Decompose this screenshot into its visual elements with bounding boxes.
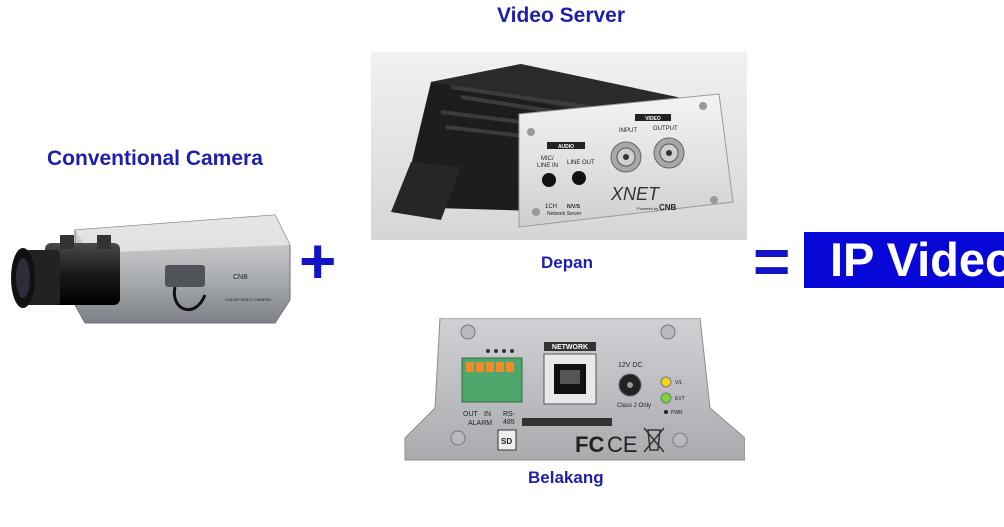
front-mic-text: MIC/ <box>541 156 554 162</box>
front-input-text: INPUT <box>619 128 637 134</box>
camera-body-text: COLOR VIDEO CAMERA <box>225 297 271 302</box>
front-output-text: OUTPUT <box>653 126 678 132</box>
back-alarm-in-text: IN <box>484 411 491 418</box>
equals-operator: = <box>753 225 791 297</box>
video-server-back-image: OUT IN ALARM RS- 485 NETWORK 12V DC Clas… <box>404 318 745 461</box>
front-view-label: Depan <box>541 253 593 272</box>
ip-video-label: IP Video <box>830 233 1004 286</box>
back-dc-text: 12V DC <box>618 362 643 369</box>
front-network-server-text: Network Server <box>547 211 582 217</box>
conventional-camera-image: CNB COLOR VIDEO CAMERA <box>11 214 291 324</box>
back-pwr-text: PWR <box>671 410 683 416</box>
back-alarm-text: ALARM <box>468 420 492 427</box>
back-alarm-out-text: OUT <box>463 411 479 418</box>
back-vl-text: V/L <box>675 380 683 386</box>
camera-label: Conventional Camera <box>47 147 263 170</box>
back-fc-text: FC <box>575 432 604 457</box>
front-video-text: VIDEO <box>645 116 661 122</box>
front-channel-text: 1CH <box>545 204 557 210</box>
front-audio-text: AUDIO <box>558 144 574 150</box>
front-line-out-text: LINE OUT <box>567 160 595 166</box>
front-line-in-text: LINE IN <box>537 163 558 169</box>
back-network-text: NETWORK <box>552 344 588 351</box>
plus-operator: + <box>299 225 337 297</box>
video-server-label: Video Server <box>497 4 626 27</box>
back-ce-text: CE <box>607 432 638 457</box>
back-sd-text: SD <box>501 437 512 446</box>
front-brand-text: XNET <box>610 184 661 204</box>
front-powered-text: Powered by <box>637 206 658 211</box>
back-evt-text: EVT <box>675 396 685 402</box>
front-nvs-text: N/V/S <box>567 204 581 210</box>
weee-bin-icon <box>643 427 665 453</box>
back-rs485-text-1: RS- <box>503 411 516 418</box>
back-view-label: Belakang <box>528 468 604 487</box>
front-powered-brand-text: CNB <box>659 203 677 212</box>
ip-video-box: IP Video <box>804 232 1004 288</box>
camera-brand-text: CNB <box>233 274 248 281</box>
back-class2-text: Class 2 Only <box>617 403 651 409</box>
video-server-front-image: AUDIO MIC/ LINE IN LINE OUT VIDEO INPUT … <box>371 52 747 240</box>
back-rs485-text-2: 485 <box>503 419 515 426</box>
